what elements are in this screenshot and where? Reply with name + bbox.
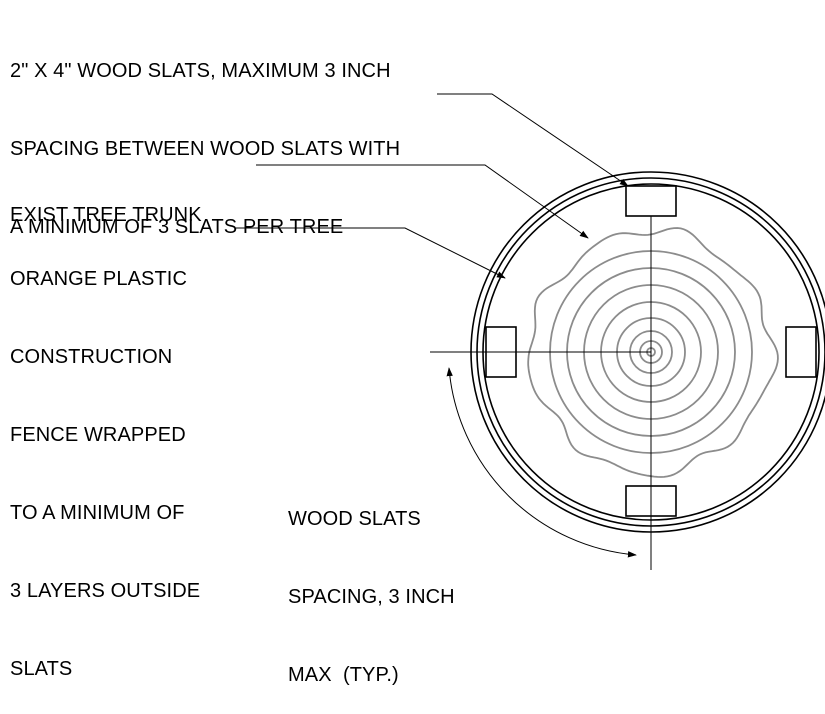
wood-slat-right [785,326,817,378]
leader-slats [437,93,629,187]
note-line: CONSTRUCTION [10,346,173,368]
note-wood-slats: 2" X 4" WOOD SLATS, MAXIMUM 3 INCH SPACI… [10,6,400,266]
note-line: TO A MINIMUM OF [10,502,185,524]
wood-slat-top [625,185,677,217]
note-line: EXIST TREE TRUNK [10,204,202,226]
leader-fence [236,227,506,279]
note-line: A MINIMUM OF 3 SLATS PER TREE [10,216,344,238]
leader-trunk [256,164,589,239]
note-fence: ORANGE PLASTIC CONSTRUCTION FENCE WRAPPE… [10,214,200,708]
wood-slat-dividers [486,351,652,516]
note-slat-spacing: WOOD SLATS SPACING, 3 INCH MAX (TYP.) [288,454,455,714]
center-lines [430,205,652,570]
note-line: 2" X 4" WOOD SLATS, MAXIMUM 3 INCH [10,60,391,82]
note-line: WOOD SLATS [288,508,421,530]
spacing-dimension [446,367,637,558]
note-line: 3 LAYERS OUTSIDE [10,580,201,602]
note-line: MAX (TYP.) [288,664,399,686]
tree-protection-plan-drawing [236,93,825,570]
leader-lines [236,93,629,279]
note-line: ORANGE PLASTIC [10,268,187,290]
note-line: FENCE WRAPPED [10,424,186,446]
note-line: SPACING, 3 INCH [288,586,455,608]
note-line: SLATS [10,658,73,680]
spacing-dimension-arc [446,367,637,558]
note-line: SPACING BETWEEN WOOD SLATS WITH [10,138,401,160]
note-tree-trunk: EXIST TREE TRUNK [10,150,202,254]
